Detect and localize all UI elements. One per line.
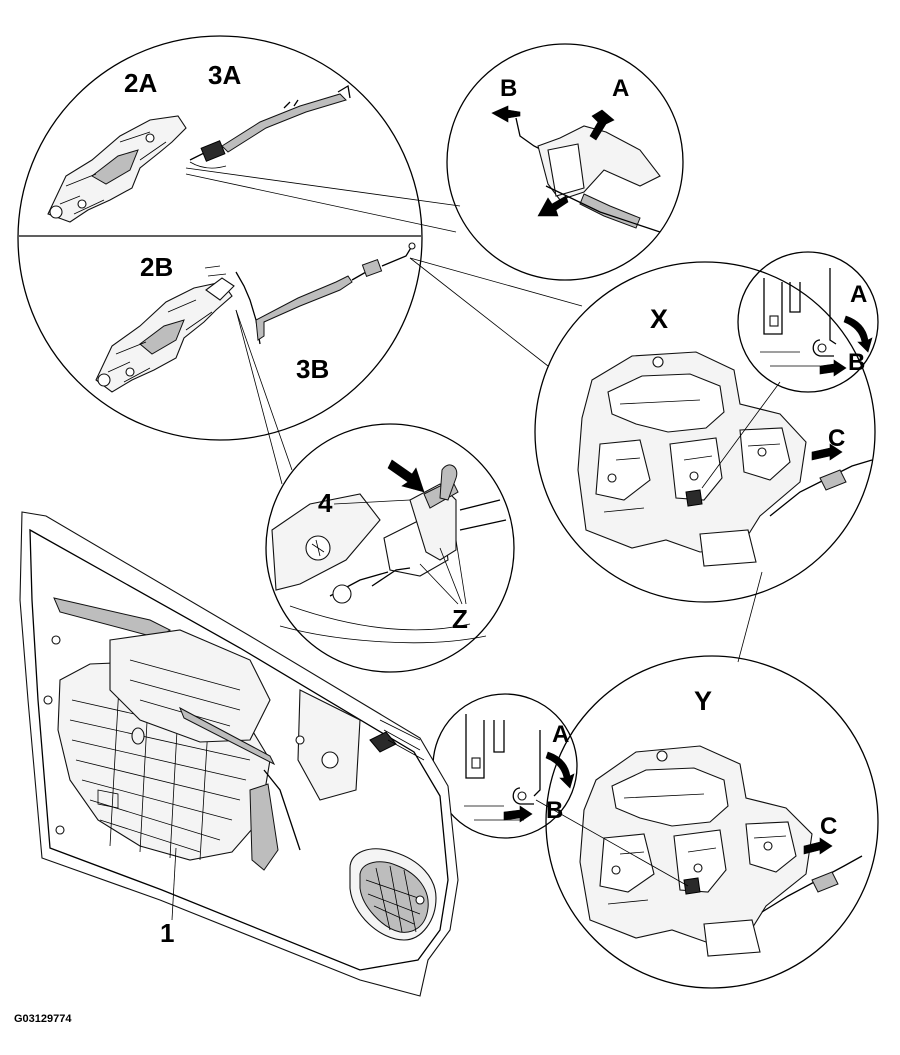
view-y-label: Y <box>694 686 712 716</box>
clip-4-leader-1 <box>235 309 293 471</box>
inset-x-detail <box>701 251 879 489</box>
callout-y-b-label: B <box>546 797 563 824</box>
view-y-leader <box>737 571 763 663</box>
callout-z-label: Z <box>452 604 468 634</box>
arrow-y-c-icon <box>803 837 833 855</box>
detail-leader-upper <box>185 167 461 207</box>
callout-z-leader-1 <box>419 563 459 605</box>
lock-x-housing <box>577 351 807 567</box>
arrow-y-b-icon <box>503 805 533 823</box>
detail-circle-outline <box>446 43 684 281</box>
cable-3b-drawing <box>255 242 416 341</box>
figure-code: G03129774 <box>14 1013 72 1025</box>
lock-cable-overview-circle <box>17 35 423 441</box>
arrow-a-top-icon <box>589 109 615 141</box>
view-y-outline <box>545 655 879 989</box>
view-y-circle <box>432 571 879 989</box>
clip-4-detail-circle <box>235 309 515 673</box>
lock-2a-drawing <box>47 115 187 223</box>
arrow-clip-push-icon <box>387 459 425 493</box>
lock-y-housing <box>579 745 813 957</box>
callout-z-leader-2 <box>439 547 463 605</box>
arrow-a-bottom-icon <box>537 195 569 217</box>
view-x-outline <box>534 261 876 603</box>
view-x-circle <box>409 251 879 603</box>
callout-x-c-label: C <box>828 425 845 452</box>
overview-circle-outline <box>17 35 423 441</box>
arrow-x-b-icon <box>819 359 847 377</box>
arrow-y-a-icon <box>545 751 575 789</box>
callout-2a-label: 2A <box>124 68 157 98</box>
callout-y-c-label: C <box>820 813 837 840</box>
callout-3b-label: 3B <box>296 354 329 384</box>
callout-z-leader-3 <box>455 539 467 605</box>
callout-top-b-label: B <box>500 75 517 102</box>
callout-y-a-label: A <box>552 721 569 748</box>
view-x-leader-1 <box>409 257 549 367</box>
door-trim-panel-drawing <box>19 511 459 997</box>
callout-4-label: 4 <box>318 488 333 518</box>
callout-x-b-label: B <box>848 349 865 376</box>
view-x-leader-2 <box>409 257 583 307</box>
callout-x-a-label: A <box>850 281 867 308</box>
callout-3a-label: 3A <box>208 60 241 90</box>
callout-top-a-label: A <box>612 75 629 102</box>
clip-release-detail-circle <box>185 43 684 281</box>
lock-2b-drawing <box>95 265 261 393</box>
view-x-label: X <box>650 304 668 334</box>
callout-2b-label: 2B <box>140 252 173 282</box>
callout-4-leader <box>333 499 411 505</box>
arrow-b-icon <box>491 105 521 123</box>
arrow-x-a-icon <box>843 315 873 353</box>
clip-4-outline <box>265 423 515 673</box>
callout-1-label: 1 <box>160 918 174 948</box>
callout-1-leader <box>171 847 177 921</box>
cable-3a-drawing <box>189 84 351 169</box>
detail-leader-lower <box>185 173 457 233</box>
clip-4-leader-2 <box>235 309 283 485</box>
arrow-x-c-icon <box>811 443 843 461</box>
